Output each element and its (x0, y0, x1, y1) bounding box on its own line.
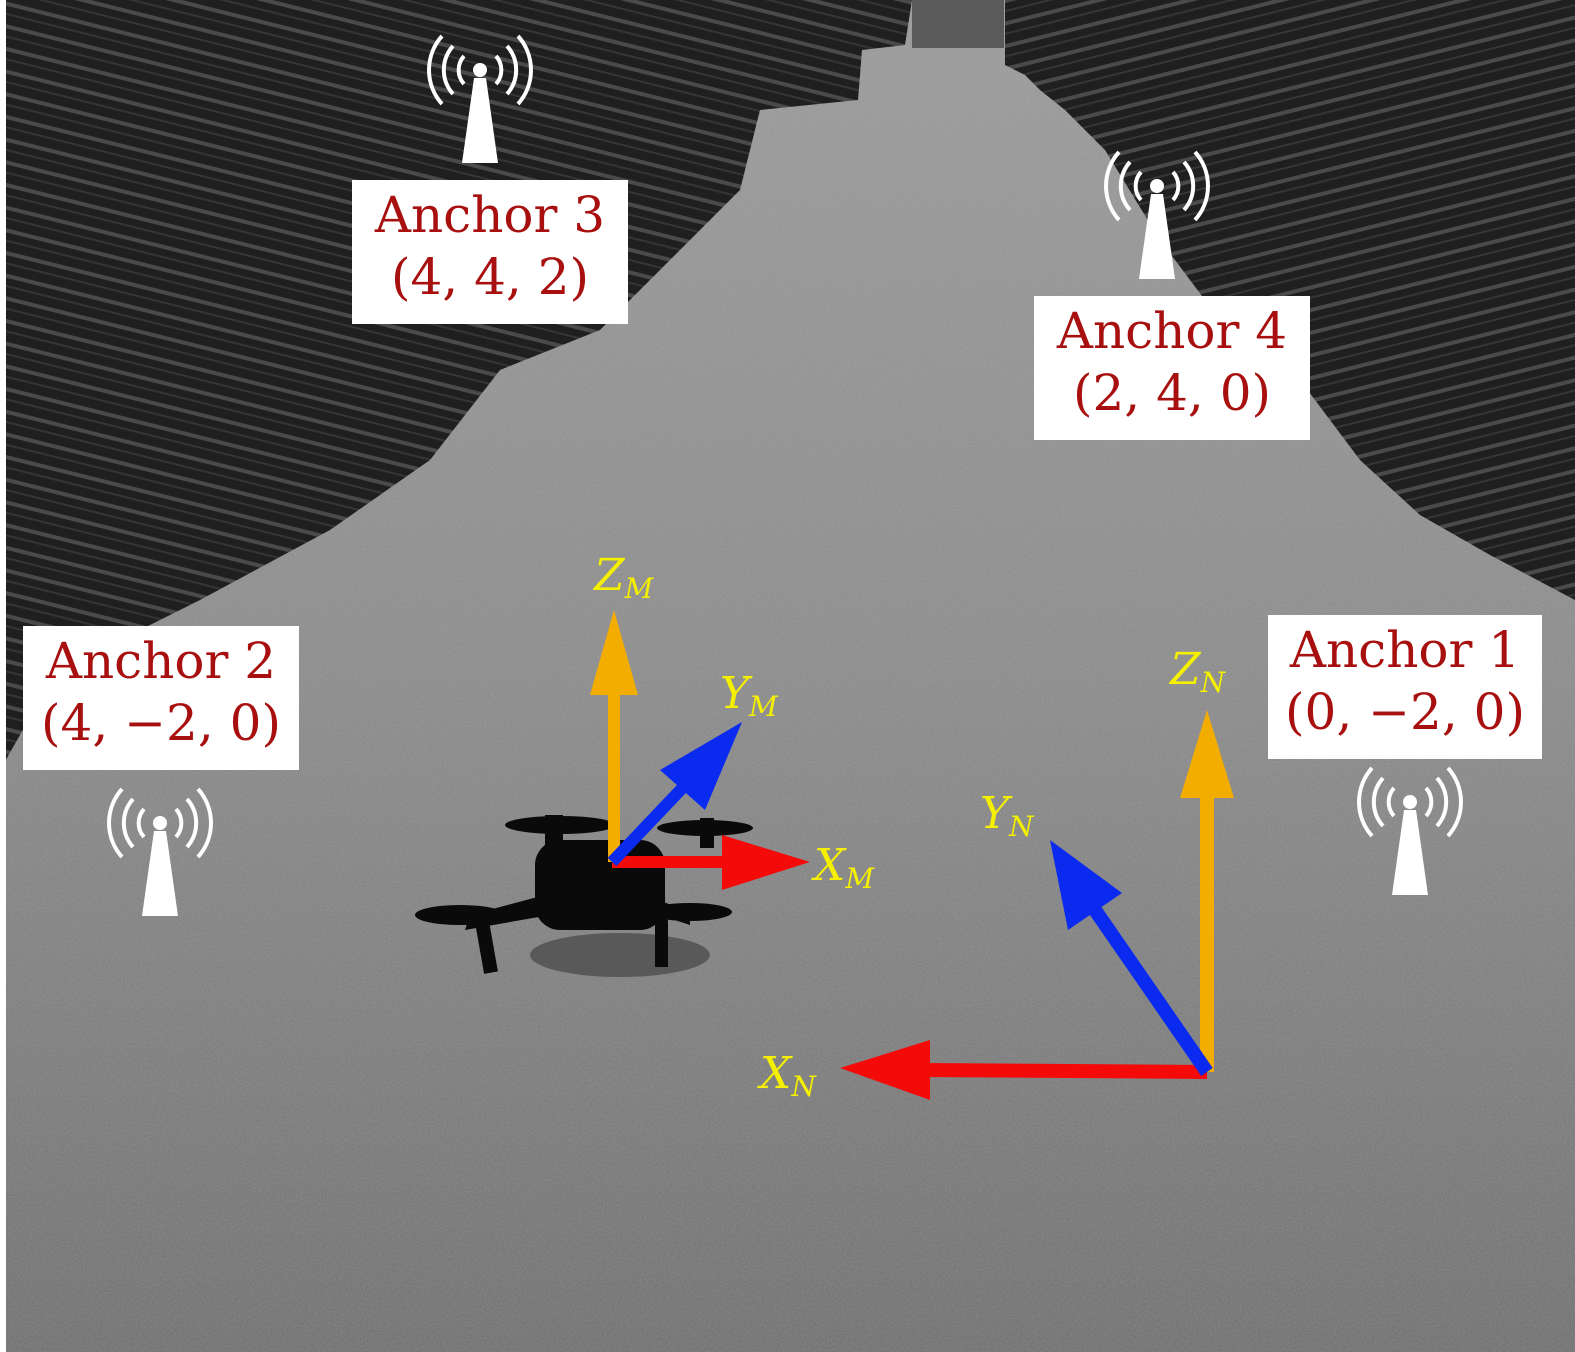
left-wall (0, 0, 912, 770)
label-x-m: XM (814, 842, 874, 903)
anchor-1-coords: (0, −2, 0) (1285, 683, 1525, 741)
label-z-m-letter: Z (594, 550, 625, 601)
anchor-1-name: Anchor 1 (1289, 621, 1521, 679)
antenna-anchor-1 (1357, 766, 1463, 895)
label-x-m-letter: X (814, 840, 846, 891)
antenna-icon (1357, 766, 1463, 895)
label-x-n-sub: N (791, 1070, 816, 1103)
antenna-anchor-4 (1104, 150, 1210, 279)
label-z-n: ZN (1170, 646, 1225, 707)
drone-icon (415, 815, 753, 977)
label-z-m-sub: M (624, 572, 654, 605)
axis-y-m-head (660, 722, 742, 810)
axis-z-m-head (590, 610, 638, 695)
anchor-2-name: Anchor 2 (45, 632, 277, 690)
label-z-n-sub: N (1200, 666, 1226, 699)
anchor-4-coords: (2, 4, 0) (1072, 364, 1272, 422)
axis-x-n (924, 1063, 1208, 1079)
axis-z-n-head (1180, 710, 1234, 798)
label-y-m: YM (720, 670, 778, 731)
anchor-4-label: Anchor 4 (2, 4, 0) (1034, 296, 1310, 440)
label-y-n-sub: N (1009, 810, 1034, 843)
antenna-icon (1104, 150, 1210, 279)
label-y-n-letter: Y (980, 788, 1010, 839)
axis-y-n-head (1050, 840, 1122, 930)
corridor-end (912, 0, 1004, 48)
label-y-n: YN (980, 790, 1034, 851)
axis-x-m-head (722, 835, 810, 890)
antenna-icon (107, 787, 213, 916)
axis-x-n-head (840, 1040, 930, 1100)
label-x-n: XN (760, 1050, 816, 1111)
label-y-m-letter: Y (720, 668, 750, 719)
anchor-2-coords: (4, −2, 0) (41, 694, 281, 752)
axis-y-n (1089, 906, 1213, 1076)
label-z-m: ZM (594, 552, 653, 613)
anchor-1-label: Anchor 1 (0, −2, 0) (1268, 615, 1542, 759)
anchor-3-coords: (4, 4, 2) (390, 248, 590, 306)
label-x-n-letter: X (760, 1048, 792, 1099)
label-x-m-sub: M (845, 862, 874, 895)
axis-y-m (607, 775, 695, 867)
antenna-icon (427, 34, 533, 163)
frame-n-axes (840, 710, 1234, 1100)
antenna-anchor-3 (427, 34, 533, 163)
label-z-n-letter: Z (1170, 644, 1201, 695)
antenna-anchor-2 (107, 787, 213, 916)
frame-m-axes (590, 610, 810, 890)
left-border (0, 0, 6, 1352)
label-y-m-sub: M (749, 690, 778, 723)
anchor-2-label: Anchor 2 (4, −2, 0) (23, 626, 299, 770)
anchor-3-name: Anchor 3 (374, 186, 606, 244)
anchor-3-label: Anchor 3 (4, 4, 2) (352, 180, 628, 324)
anchor-4-name: Anchor 4 (1056, 302, 1288, 360)
